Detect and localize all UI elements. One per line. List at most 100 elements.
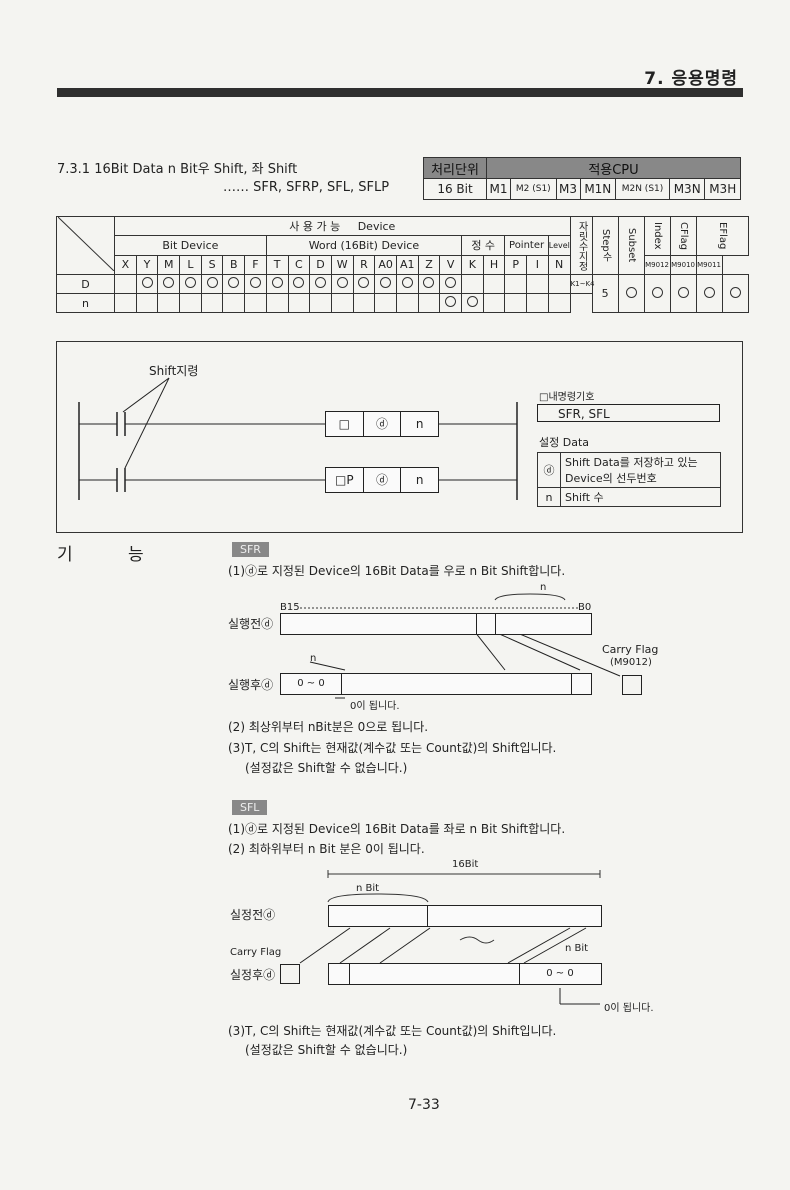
sfr-desc-3: (3)T, C의 Shift는 현재값(계수값 또는 Count값)의 Shif… [228,741,557,755]
usable-mark [287,274,311,294]
sfl-desc-2: (2) 최하위부터 n Bit 분은 0이 됩니다. [228,842,425,856]
digit-header: 자릿수지정 [569,216,593,275]
sfr-after-label: 실행후ⓓ [228,678,274,692]
sfr-register-before [280,613,592,635]
ladder-lines [78,377,518,500]
flag-code: M9012 [643,254,671,276]
usable-mark [439,274,462,294]
col-header: R [352,254,376,276]
header-rule [57,88,743,97]
sfl-carry-box [280,964,300,984]
sfl-nbit-bottom: n Bit [565,943,589,954]
usable-mark [244,274,267,294]
row-label-n: n [56,293,115,313]
cpu-cell: M1 [485,178,512,200]
sfl-nbit-top: n Bit [356,883,380,894]
section-title: 7.3.1 16Bit Data n Bit우 Shift, 좌 Shift [57,158,297,177]
sfr-desc-1: (1)ⓓ로 지정된 Device의 16Bit Data를 우로 n Bit S… [228,564,566,578]
usable-mark [222,274,246,294]
col-header: F [244,254,267,276]
sfl-tag: SFL [232,800,268,815]
col-header: V [439,254,462,276]
flag-code: M9010 [669,254,697,276]
function-heading: 기 능 [57,545,144,565]
instruction-list: …… SFR, SFRP, SFL, SFLP [223,180,390,195]
sfr-b15: B15 [280,602,300,613]
col-header: X [114,254,137,276]
sfr-carry-code: (M9012) [610,657,652,668]
usable-mark [395,274,419,294]
step-value: 5 [591,274,619,313]
sfl-carry-label: Carry Flag [230,947,282,958]
sfr-carry-box [622,675,642,695]
section-heading: 16Bit Data n Bit우 Shift, 좌 Shift [94,162,298,177]
col-header: T [265,254,289,276]
sfr-b0: B0 [578,602,592,613]
col-header: P [504,254,528,276]
col-header: C [287,254,311,276]
subset-header: Subset [617,216,645,275]
cpu-cell: M2 (S1) [510,178,557,200]
cpu-cell: M3N [668,178,706,200]
cpu-cell: M3 [555,178,581,200]
word-device-header: Word (16Bit) Device [265,235,463,256]
sfl-desc-3: (3)T, C의 Shift는 현재값(계수값 또는 Count값)의 Shif… [228,1024,557,1038]
const-header: 정 수 [460,235,506,256]
sfr-register-after: 0 ~ 0 [280,673,592,695]
sfr-desc-3b: (설정값은 Shift할 수 없습니다.) [245,761,408,775]
sfr-zero-range: 0 ~ 0 [281,674,342,694]
usable-mark [330,274,354,294]
usable-mark [439,293,462,313]
col-header: H [482,254,506,276]
diagonal-cell [56,216,115,275]
usable-header: 사 용 가 능 Device [114,215,571,237]
cpu-cell: M1N [579,178,617,200]
sfr-tag: SFR [232,542,269,557]
cpu-table: 처리단위 적용CPU 16 Bit M1 M2 (S1) M3 M1N M2N … [423,157,741,200]
cpu-header: 적용CPU [486,157,741,179]
index-header: Index [643,216,671,256]
col-header: K [461,254,484,276]
sfr-carry-label: Carry Flag [602,643,659,656]
instruction-box-1: □ ⓓ n [325,411,439,437]
sfr-before-label: 실행전ⓓ [228,617,274,631]
col-header: D [309,254,332,276]
sfr-zero-note: 0이 됩니다. [350,701,400,712]
col-header: A1 [395,254,419,276]
usable-mark [461,293,484,313]
usable-mark [265,274,289,294]
diagonal-line [57,216,114,272]
instruction-box-2: □P ⓓ n [325,467,439,493]
ladder-diagram: Shift지령 □ ⓓ n □P ⓓ n □내명령기호 SFR, SFL 설정 … [56,341,743,533]
usable-mark [617,274,645,313]
usable-mark [417,274,441,294]
usable-mark [157,274,181,294]
usable-mark [374,274,397,294]
device-table: 사 용 가 능 Device 자릿수지정 Step수 Subset Index … [56,215,749,313]
sfr-n-top: n [540,582,547,593]
sfl-register-after: 0 ~ 0 [328,963,602,985]
sfl-before-label: 실정전ⓓ [230,908,276,922]
usable-mark [669,274,697,313]
carry-header: CFlag [669,216,697,256]
sfl-zero-range: 0 ~ 0 [519,964,600,984]
cmd-symbol-value: SFR, SFL [537,404,720,422]
sfl-desc-1: (1)ⓓ로 지정된 Device의 16Bit Data를 좌로 n Bit S… [228,822,566,836]
sfl-diagram-lines [299,870,601,1005]
sfr-desc-2: (2) 최상위부터 nBit분은 0으로 됩니다. [228,720,429,734]
unit-header: 처리단위 [423,157,487,179]
error-header: EFlag [695,216,749,256]
usable-mark [179,274,202,294]
sfl-zero-note: 0이 됩니다. [604,1003,654,1014]
usable-mark [352,274,376,294]
cpu-cell: M3H [704,178,741,200]
usable-mark [695,274,723,313]
col-header: S [200,254,224,276]
cpu-cell: M2N (S1) [615,178,670,200]
col-header: I [526,254,549,276]
chapter-title: 7. 응용명령 [644,69,738,89]
page-number: 7-33 [408,1097,440,1113]
usable-mark [200,274,224,294]
section-number: 7.3.1 [57,162,91,177]
